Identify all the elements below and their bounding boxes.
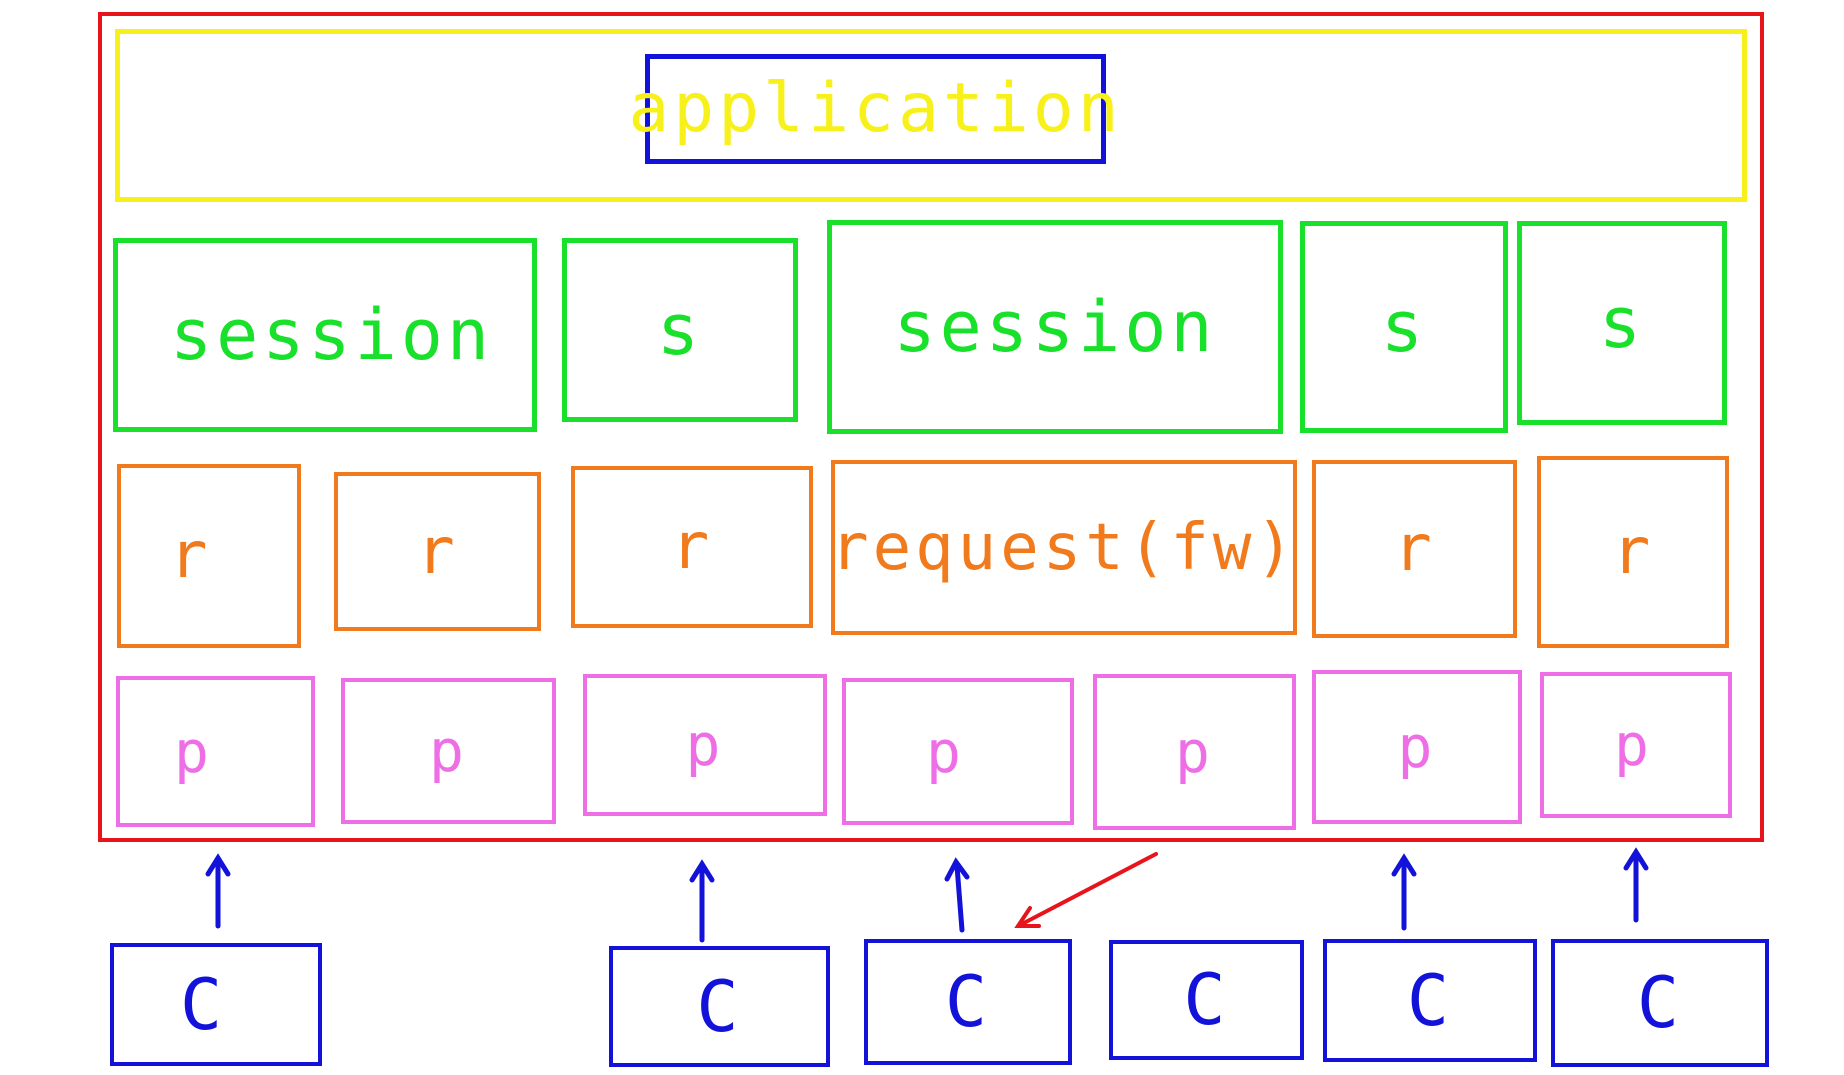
client-to-server-arrow — [1623, 847, 1649, 923]
client-to-server-arrow — [689, 859, 715, 943]
session-box: s — [1517, 221, 1727, 425]
page-box: p — [1540, 672, 1732, 818]
session-box: session — [113, 238, 537, 432]
client-to-server-arrow — [1391, 853, 1417, 931]
page-box: p — [341, 678, 556, 824]
server-container — [98, 12, 1764, 842]
page-box: p — [1312, 670, 1522, 824]
session-box: s — [562, 238, 798, 422]
client-to-server-arrow — [944, 857, 970, 933]
request-box: r — [117, 464, 301, 648]
request-box: r — [571, 466, 813, 628]
application-scope-band — [115, 29, 1747, 202]
client-box: C — [1109, 940, 1304, 1060]
client-box: C — [864, 939, 1072, 1065]
client-box: C — [609, 946, 830, 1067]
request-box: r — [1312, 460, 1517, 638]
application-label-box: application — [628, 54, 1119, 164]
client-to-server-arrow — [205, 853, 231, 929]
request-box: r — [334, 472, 541, 631]
page-box: p — [842, 678, 1074, 825]
request-box: r — [1537, 456, 1729, 648]
page-box: p — [116, 676, 315, 827]
request-box: request(fw) — [830, 460, 1297, 635]
session-box: s — [1300, 221, 1508, 433]
page-box: p — [1093, 674, 1296, 830]
client-box: C — [1551, 939, 1769, 1067]
session-box: session — [827, 220, 1283, 434]
client-box: C — [1323, 939, 1537, 1062]
page-box: p — [583, 674, 827, 816]
forward-arrow — [1014, 852, 1158, 928]
client-arrows — [205, 847, 1649, 943]
client-box: C — [110, 943, 322, 1066]
